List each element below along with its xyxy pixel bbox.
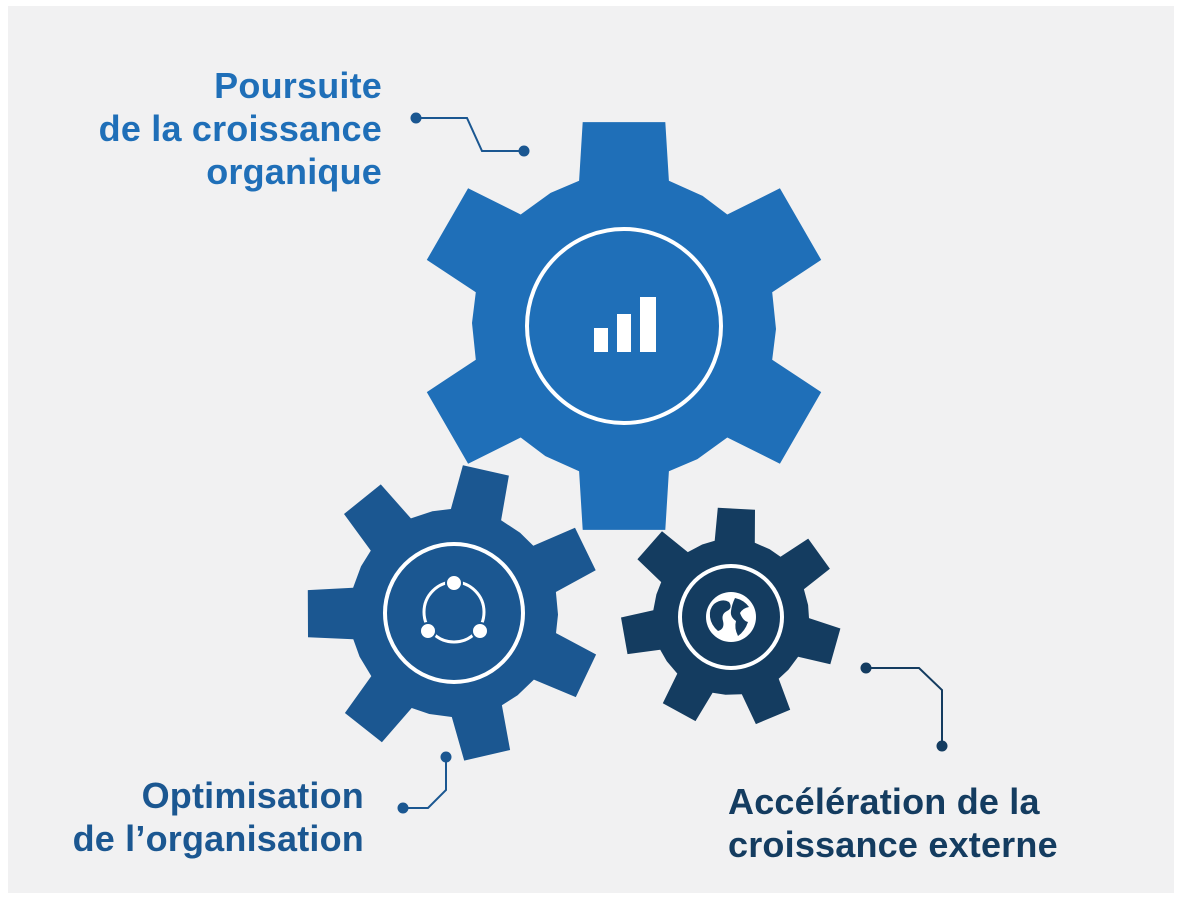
connector-top — [410, 112, 530, 157]
gear-small-ring — [678, 564, 784, 670]
gear-organization — [307, 465, 597, 761]
gear-large-ring — [525, 227, 723, 425]
label-organization-line-2: de l’organisation — [72, 818, 364, 859]
globe-icon — [706, 592, 756, 642]
label-organization-line-1: Optimisation — [141, 775, 364, 816]
label-external-growth-line-2: croissance externe — [728, 824, 1058, 865]
label-organic-growth-line-1: Poursuite — [214, 65, 382, 106]
label-external-growth: Accélération de la croissance externe — [728, 780, 1058, 866]
bar-chart-icon — [594, 297, 656, 352]
connector-right — [860, 662, 948, 752]
gear-organic-growth — [426, 122, 822, 530]
gear-medium-ring — [383, 542, 525, 684]
label-organic-growth: Poursuite de la croissance organique — [99, 64, 382, 193]
label-organic-growth-line-3: organique — [206, 151, 382, 192]
label-organization: Optimisation de l’organisation — [73, 774, 364, 860]
connector-left — [397, 751, 452, 814]
label-external-growth-line-1: Accélération de la — [728, 781, 1040, 822]
cycle-icon — [419, 574, 489, 644]
gear-external-growth — [621, 507, 841, 725]
gear-medium-shape — [307, 465, 597, 761]
label-organic-growth-line-2: de la croissance — [98, 108, 382, 149]
